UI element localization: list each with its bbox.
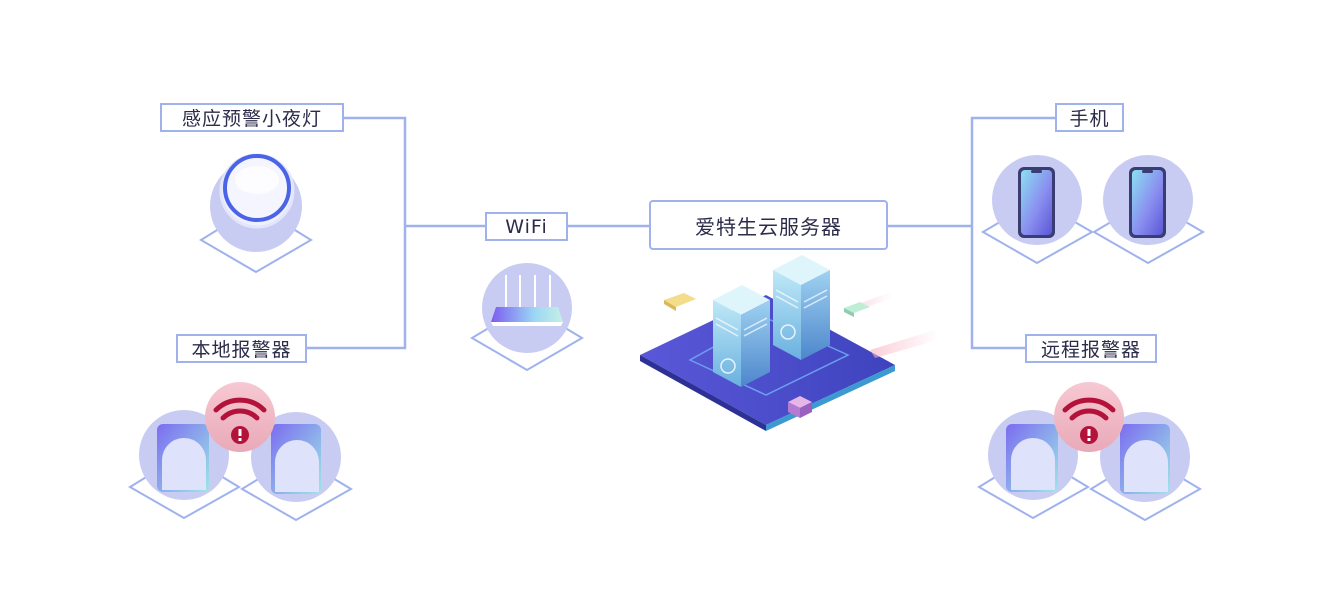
- remote-alarm-label: 远程报警器: [1025, 334, 1157, 363]
- local-alarm-device-2: [240, 412, 353, 522]
- night-light-device: [199, 153, 313, 274]
- wifi-label: WiFi: [485, 212, 568, 241]
- local-alarm-device-1: [128, 410, 241, 520]
- remote-alarm-device-1: [977, 410, 1090, 520]
- wifi-router-device: [470, 263, 584, 372]
- phone-device-2: [1092, 155, 1206, 265]
- night-light-label: 感应预警小夜灯: [160, 103, 344, 132]
- night-light-label-text: 感应预警小夜灯: [181, 108, 322, 130]
- cloud-server-label-text: 爱特生云服务器: [695, 214, 842, 239]
- remote-alarm-signal-icon: [1054, 382, 1124, 452]
- phone-label: 手机: [1055, 103, 1124, 132]
- cloud-server-label: 爱特生云服务器: [649, 200, 888, 250]
- local-alarm-signal-icon: [205, 382, 275, 452]
- wifi-label-text: WiFi: [505, 215, 548, 238]
- local-alarm-label-text: 本地报警器: [191, 339, 292, 361]
- remote-alarm-device-2: [1089, 412, 1202, 522]
- remote-alarm-label-text: 远程报警器: [1040, 339, 1141, 361]
- phone-label-text: 手机: [1069, 108, 1110, 130]
- cloud-server-illustration: [640, 255, 938, 431]
- phone-device-1: [981, 155, 1095, 265]
- local-alarm-label: 本地报警器: [176, 334, 307, 363]
- connector-lines: [306, 116, 1057, 350]
